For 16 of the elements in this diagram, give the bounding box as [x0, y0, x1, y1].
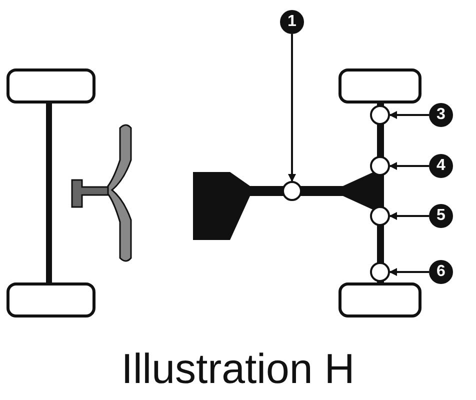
joint-circle: [282, 181, 302, 201]
callout-number: 1: [280, 10, 304, 34]
callout-number: 3: [429, 103, 453, 127]
callout-number: 4: [429, 154, 453, 178]
joint-circle: [370, 156, 390, 176]
callout-number: 5: [429, 204, 453, 228]
joint-circle: [370, 206, 390, 226]
leader-line: [288, 34, 296, 182]
caption: Illustration H: [121, 345, 355, 392]
joint-circle: [370, 262, 390, 282]
leader-line: [389, 111, 429, 119]
joint-circle: [370, 105, 390, 125]
leader-line: [389, 212, 429, 220]
callout-number: 6: [429, 260, 453, 284]
leader-line: [389, 268, 429, 276]
leader-line: [389, 162, 429, 170]
